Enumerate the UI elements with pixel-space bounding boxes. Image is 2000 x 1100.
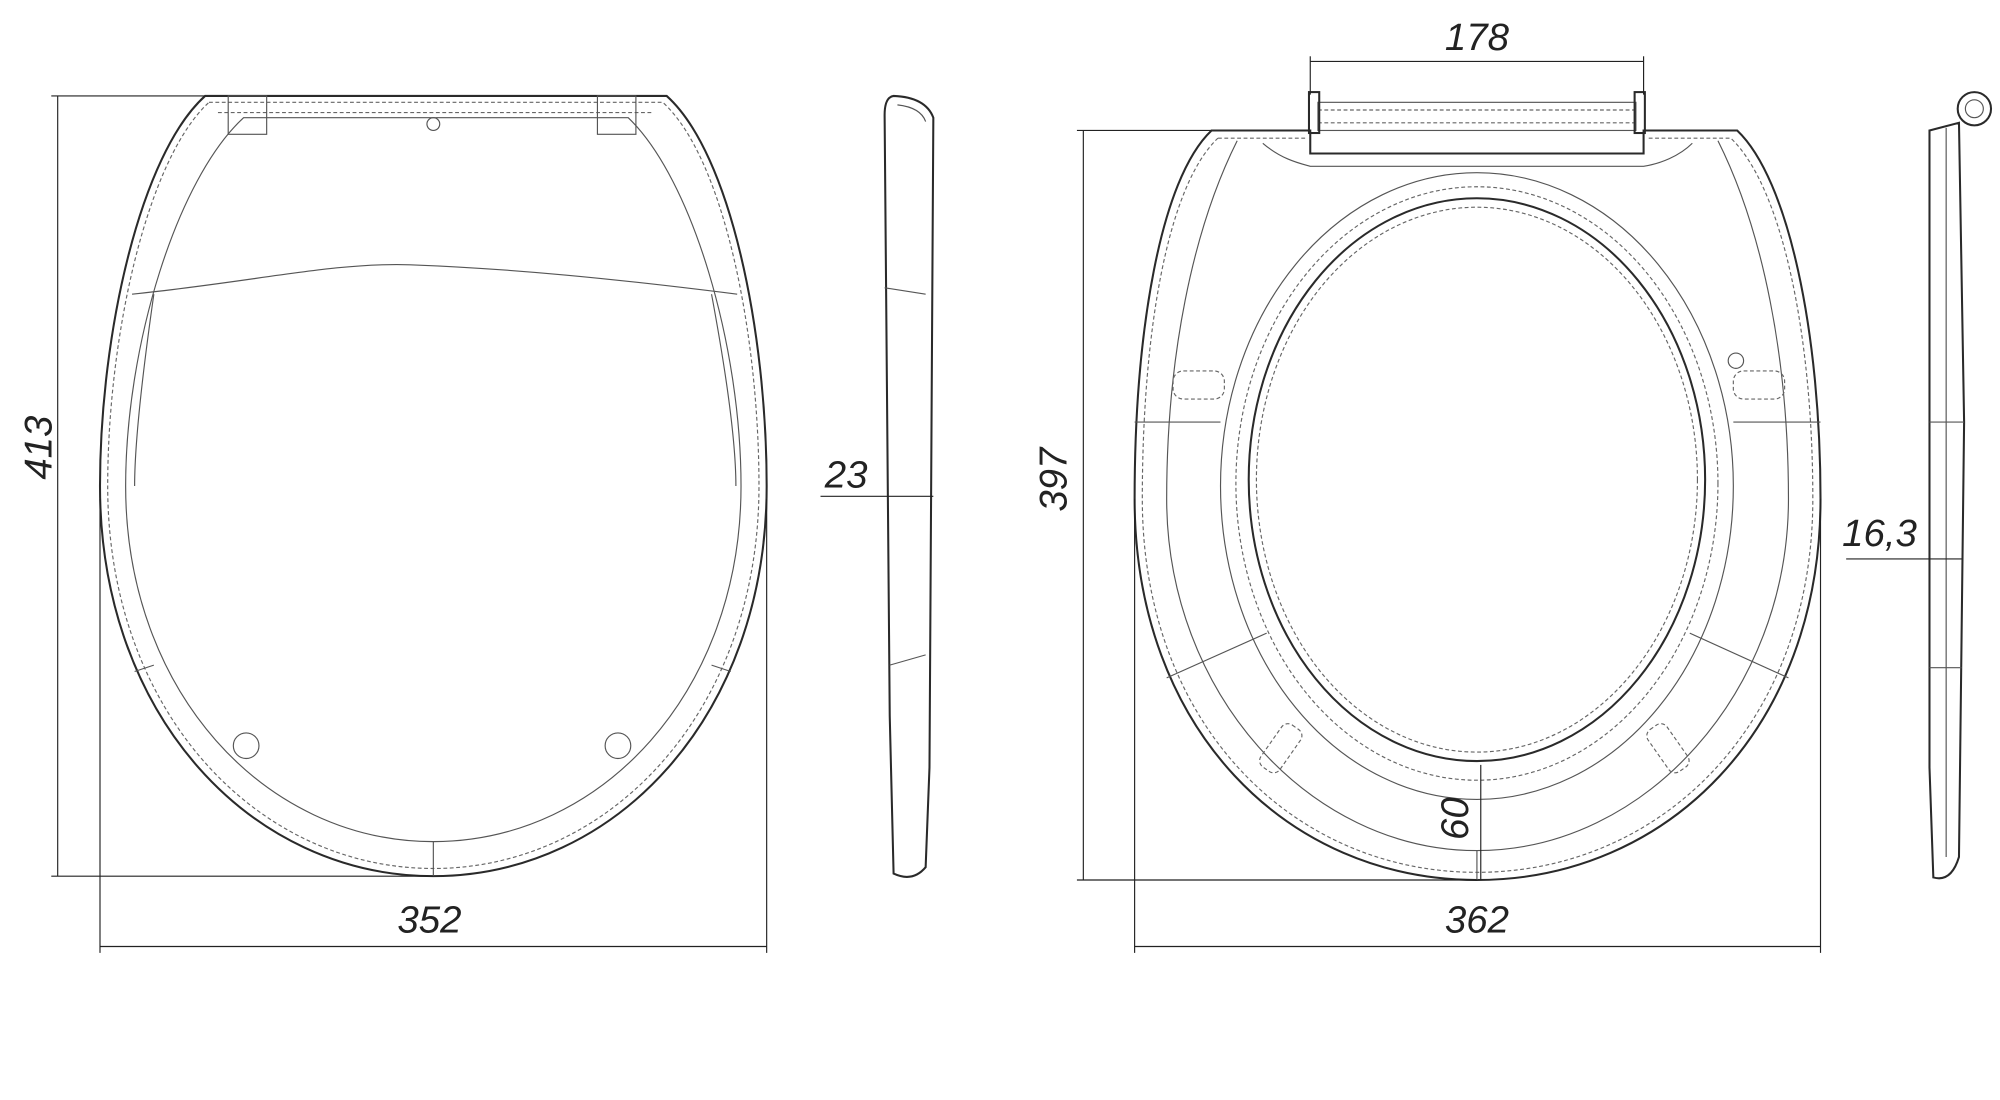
seat-opening <box>1247 197 1707 763</box>
lid-height-label: 413 <box>17 415 60 480</box>
seat-top-view <box>1076 56 1822 953</box>
bumper-right <box>604 732 632 760</box>
front-rim-label: 60 <box>1434 797 1477 840</box>
seat-thickness-label: 16,3 <box>1842 512 1917 555</box>
seat-side-outline <box>1928 121 1966 880</box>
hinge-left <box>227 95 268 135</box>
lid-width-label: 352 <box>397 898 461 941</box>
hinge-eye <box>1956 91 1993 127</box>
bumper-left <box>232 732 260 760</box>
seat-width-label: 362 <box>1445 898 1509 941</box>
lid-top-view <box>51 94 768 953</box>
hinge-width-label: 178 <box>1445 16 1510 59</box>
hinge-bar <box>1317 101 1637 132</box>
lid-thickness-label: 23 <box>824 453 868 496</box>
lid-side-view <box>820 94 935 878</box>
hinge-right <box>596 95 637 135</box>
seat-side-view <box>1846 91 1993 880</box>
lid-side-outline <box>883 94 935 878</box>
seat-ring-edge <box>1219 172 1734 800</box>
seat-height-label: 397 <box>1033 446 1076 512</box>
lid-inner-outline <box>125 117 742 843</box>
lid-outline <box>98 94 768 878</box>
bumper-left <box>426 117 441 132</box>
seat-outline <box>1133 129 1822 882</box>
